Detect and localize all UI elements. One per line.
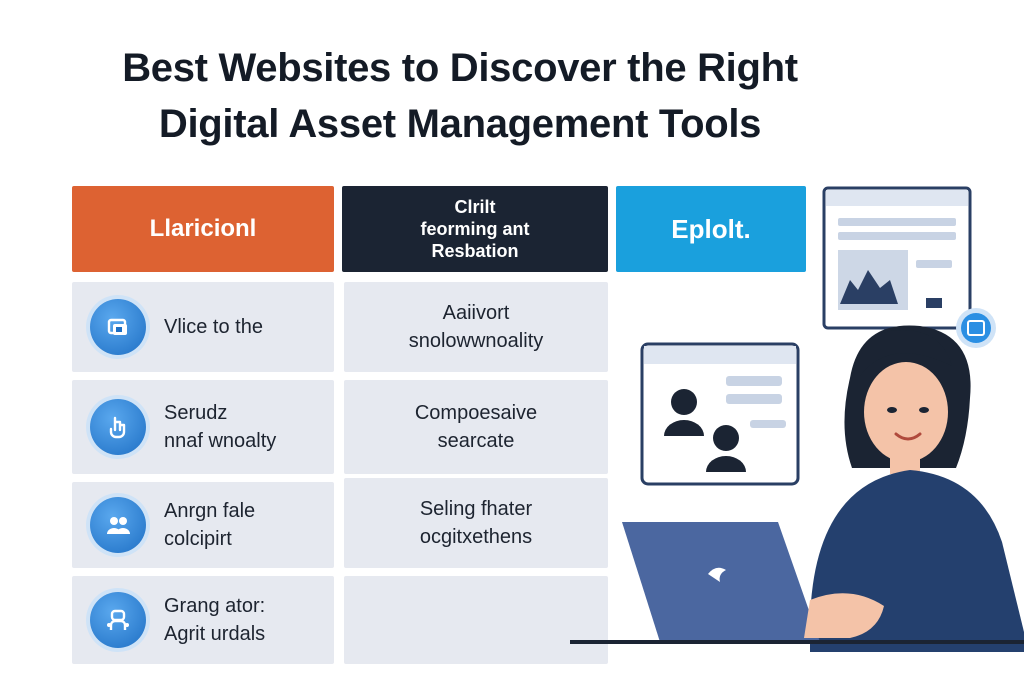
video-call-window-illustration (640, 342, 800, 486)
row-2-feature-line-2: nnaf wnoalty (164, 430, 277, 452)
row-4-feature-line-2: Agrit urdals (164, 623, 266, 645)
browser-window-illustration (822, 186, 972, 330)
row-4-feature-line-1: Grang ator: (164, 595, 266, 617)
row-1-feature-line-1: Vlice to the (164, 316, 263, 338)
column-header-3: Eplolt. (616, 186, 806, 272)
table-row-1-feature: Vlice to the (72, 282, 334, 372)
column-header-2-line-3: Resbation (431, 241, 519, 261)
translate-icon (956, 308, 996, 348)
column-header-2-line-1: Clrilt (454, 197, 496, 217)
table-row-3-feature: Anrgn fale colcipirt (72, 482, 334, 568)
laptop-illustration (570, 522, 1024, 644)
page-title: Best Websites to Discover the Right Digi… (0, 40, 920, 152)
row-3-feature-line-2: colcipirt (164, 528, 232, 550)
table-row-2-description: Compoesaive searcate (344, 380, 608, 474)
table-row-3-description: Seling fhater ocgitxethens (344, 478, 608, 568)
title-line-2: Digital Asset Management Tools (158, 102, 762, 146)
row-2-desc-line-2: searcate (437, 430, 515, 452)
column-header-3-label: Eplolt. (671, 213, 751, 244)
column-header-2-line-2: feorming ant (420, 219, 530, 239)
column-header-1-label: Llaricionl (149, 215, 257, 242)
column-header-1: Llaricionl (72, 186, 334, 272)
row-1-desc-line-1: Aaiivort (442, 302, 510, 324)
table-row-2-feature: Serudz nnaf wnoalty (72, 380, 334, 474)
column-header-2: Clrilt feorming ant Resbation (342, 186, 608, 272)
user-group-icon (90, 497, 146, 553)
table-row-1-description: Aaiivort snolowwnoality (344, 282, 608, 372)
row-3-desc-line-1: Seling fhater (419, 498, 533, 520)
title-line-1: Best Websites to Discover the Right (122, 46, 798, 90)
robot-agent-icon (90, 592, 146, 648)
table-row-4-feature: Grang ator: Agrit urdals (72, 576, 334, 664)
hand-pointer-icon (90, 399, 146, 455)
row-3-desc-line-2: ocgitxethens (419, 526, 533, 548)
image-stack-icon (90, 299, 146, 355)
table-row-4-description (344, 576, 608, 664)
row-3-feature-line-1: Anrgn fale (164, 500, 256, 522)
row-1-desc-line-2: snolowwnoality (408, 330, 544, 352)
woman-with-laptop-illustration (570, 186, 1024, 652)
row-2-feature-line-1: Serudz (164, 402, 228, 424)
row-2-desc-line-1: Compoesaive (414, 402, 538, 424)
